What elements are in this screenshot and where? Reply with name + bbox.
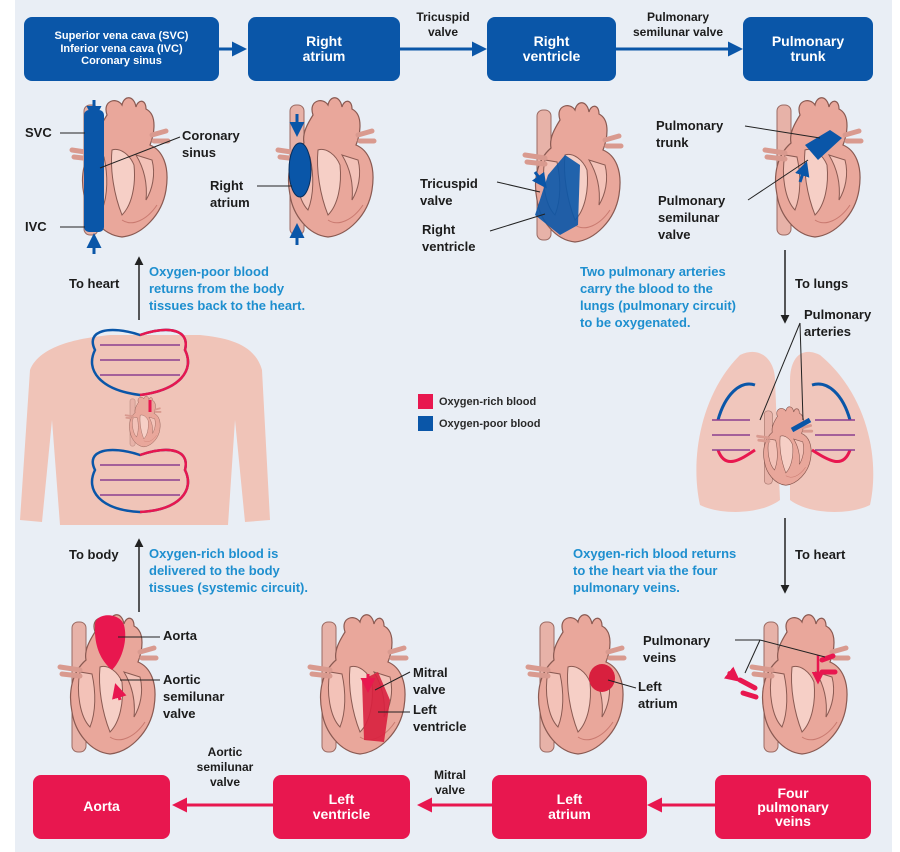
caption-systemic-return: Oxygen-poor blood returns from the body … [149,264,306,313]
heart-illustration-left-atrium [528,615,637,754]
label-ivc: IVC [25,219,47,234]
legend-item-oxygen-rich: Oxygen-rich blood [418,394,536,409]
body-torso-illustration [20,328,270,525]
legend-item-oxygen-poor: Oxygen-poor blood [418,416,540,431]
label-to-lungs: To lungs [795,276,849,291]
label-tricuspid-valve: Tricuspid valve [420,176,478,208]
heart-illustration-right-ventricle [489,103,621,242]
label-pulmonary-veins: Pulmonary veins [643,633,711,665]
label-pulmonary-semilunar-valve: Pulmonary semilunar valve [658,193,726,242]
label-mitral-valve: Mitral valve [413,665,448,697]
flow-box-aorta: Aorta [33,775,170,839]
flow-box-pulmonary-trunk: Pulmonary trunk [743,17,873,81]
flow-box-label: Left ventricle [312,790,371,822]
label-svc: SVC [25,125,52,140]
flow-box-label: Left atrium [548,790,591,822]
flow-box-four-pulmonary-veins: Four pulmonary veins [715,775,871,839]
flow-box-left-ventricle: Left ventricle [273,775,410,839]
label-coronary-sinus: Coronary sinus [182,128,240,160]
caption-pulmonary-out: Two pulmonary arteries carry the blood t… [580,264,737,330]
label-to-heart-left: To heart [69,276,120,291]
heart-illustration-right-atrium [257,98,374,245]
flow-box-label: Pulmonary trunk [771,32,845,64]
flow-box-label: Aorta [83,798,120,815]
connector-label-tricuspid-valve: Tricuspid valve [416,10,470,39]
flow-box-right-ventricle: Right ventricle [487,17,616,81]
legend-label: Oxygen-rich blood [439,395,537,408]
legend-swatch-oxygen-poor [418,416,433,431]
label-aortic-semilunar-valve: Aortic semilunar valve [163,672,225,721]
flow-box-vena-cava: Superior vena cava (SVC) Inferior vena c… [24,17,219,81]
flow-box-label: Superior vena cava (SVC) Inferior vena c… [54,30,189,68]
heart-illustration-svc-ivc [60,98,181,254]
caption-systemic-out: Oxygen-rich blood is delivered to the bo… [149,546,308,595]
label-right-atrium: Right atrium [210,178,250,210]
heart-illustration-pulmonary-trunk [744,98,861,237]
label-to-heart-right: To heart [795,547,846,562]
connector-label-aortic-semilunar-valve: Aortic semilunar valve [196,745,254,789]
flow-box-right-atrium: Right atrium [248,17,400,81]
label-pulmonary-arteries: Pulmonary arteries [804,307,872,339]
flow-box-label: Right atrium [302,32,346,64]
connector-label-pulmonary-semilunar-valve: Pulmonary semilunar valve [632,10,724,39]
label-right-ventricle: Right ventricle [422,222,476,254]
label-pulmonary-trunk: Pulmonary trunk [656,118,724,150]
label-aorta: Aorta [163,628,197,643]
label-left-atrium: Left atrium [638,679,678,711]
heart-illustration-left-ventricle [310,615,411,754]
legend-swatch-oxygen-rich [418,394,433,409]
flow-box-label: Four pulmonary veins [757,785,829,829]
lungs-illustration [696,322,874,512]
flow-box-left-atrium: Left atrium [492,775,647,839]
label-left-ventricle: Left ventricle [413,702,467,734]
caption-pulmonary-return: Oxygen-rich blood returns to the heart v… [573,546,737,595]
label-to-body: To body [69,547,119,562]
heart-illustration-aorta [60,615,160,754]
connector-label-mitral-valve: Mitral valve [433,768,466,797]
heart-illustration-pulmonary-veins [723,615,848,754]
legend-label: Oxygen-poor blood [439,417,541,430]
flow-box-label: Right ventricle [522,32,581,64]
